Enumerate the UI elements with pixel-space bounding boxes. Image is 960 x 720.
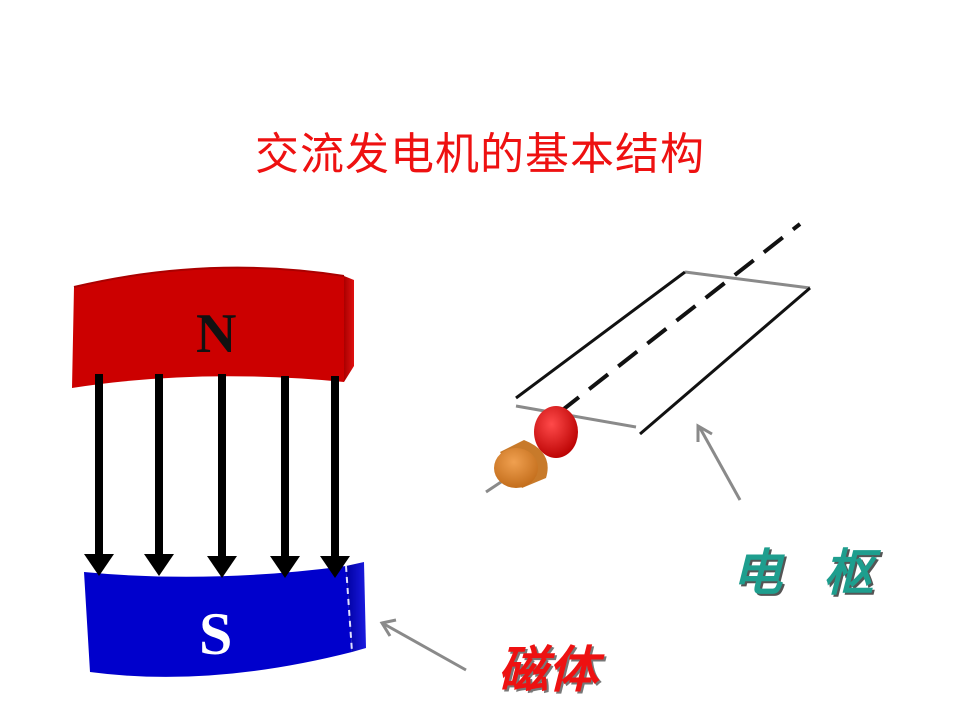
field-arrowhead <box>320 556 350 578</box>
north-pole <box>72 266 354 388</box>
south-pole <box>84 562 366 677</box>
field-arrowhead <box>270 556 300 578</box>
diagram-title: 交流发电机的基本结构 <box>255 129 705 180</box>
north-pole-label: N <box>196 303 237 365</box>
field-arrowhead <box>84 554 114 576</box>
magnet-label: 磁体 <box>498 640 598 699</box>
field-lines <box>84 374 350 578</box>
slip-ring-red <box>534 406 578 458</box>
armature-coil <box>485 222 811 494</box>
magnet-pointer <box>383 622 467 672</box>
field-arrowhead <box>207 556 237 578</box>
armature-label: 电 枢 <box>732 543 886 602</box>
armature-pointer <box>698 427 742 501</box>
field-arrowhead <box>144 554 174 576</box>
pointer-arrows <box>379 423 742 672</box>
slip-rings <box>494 406 578 488</box>
slip-ring-orange <box>494 448 538 488</box>
rotation-axis <box>558 222 802 414</box>
south-pole-label: S <box>199 601 233 667</box>
